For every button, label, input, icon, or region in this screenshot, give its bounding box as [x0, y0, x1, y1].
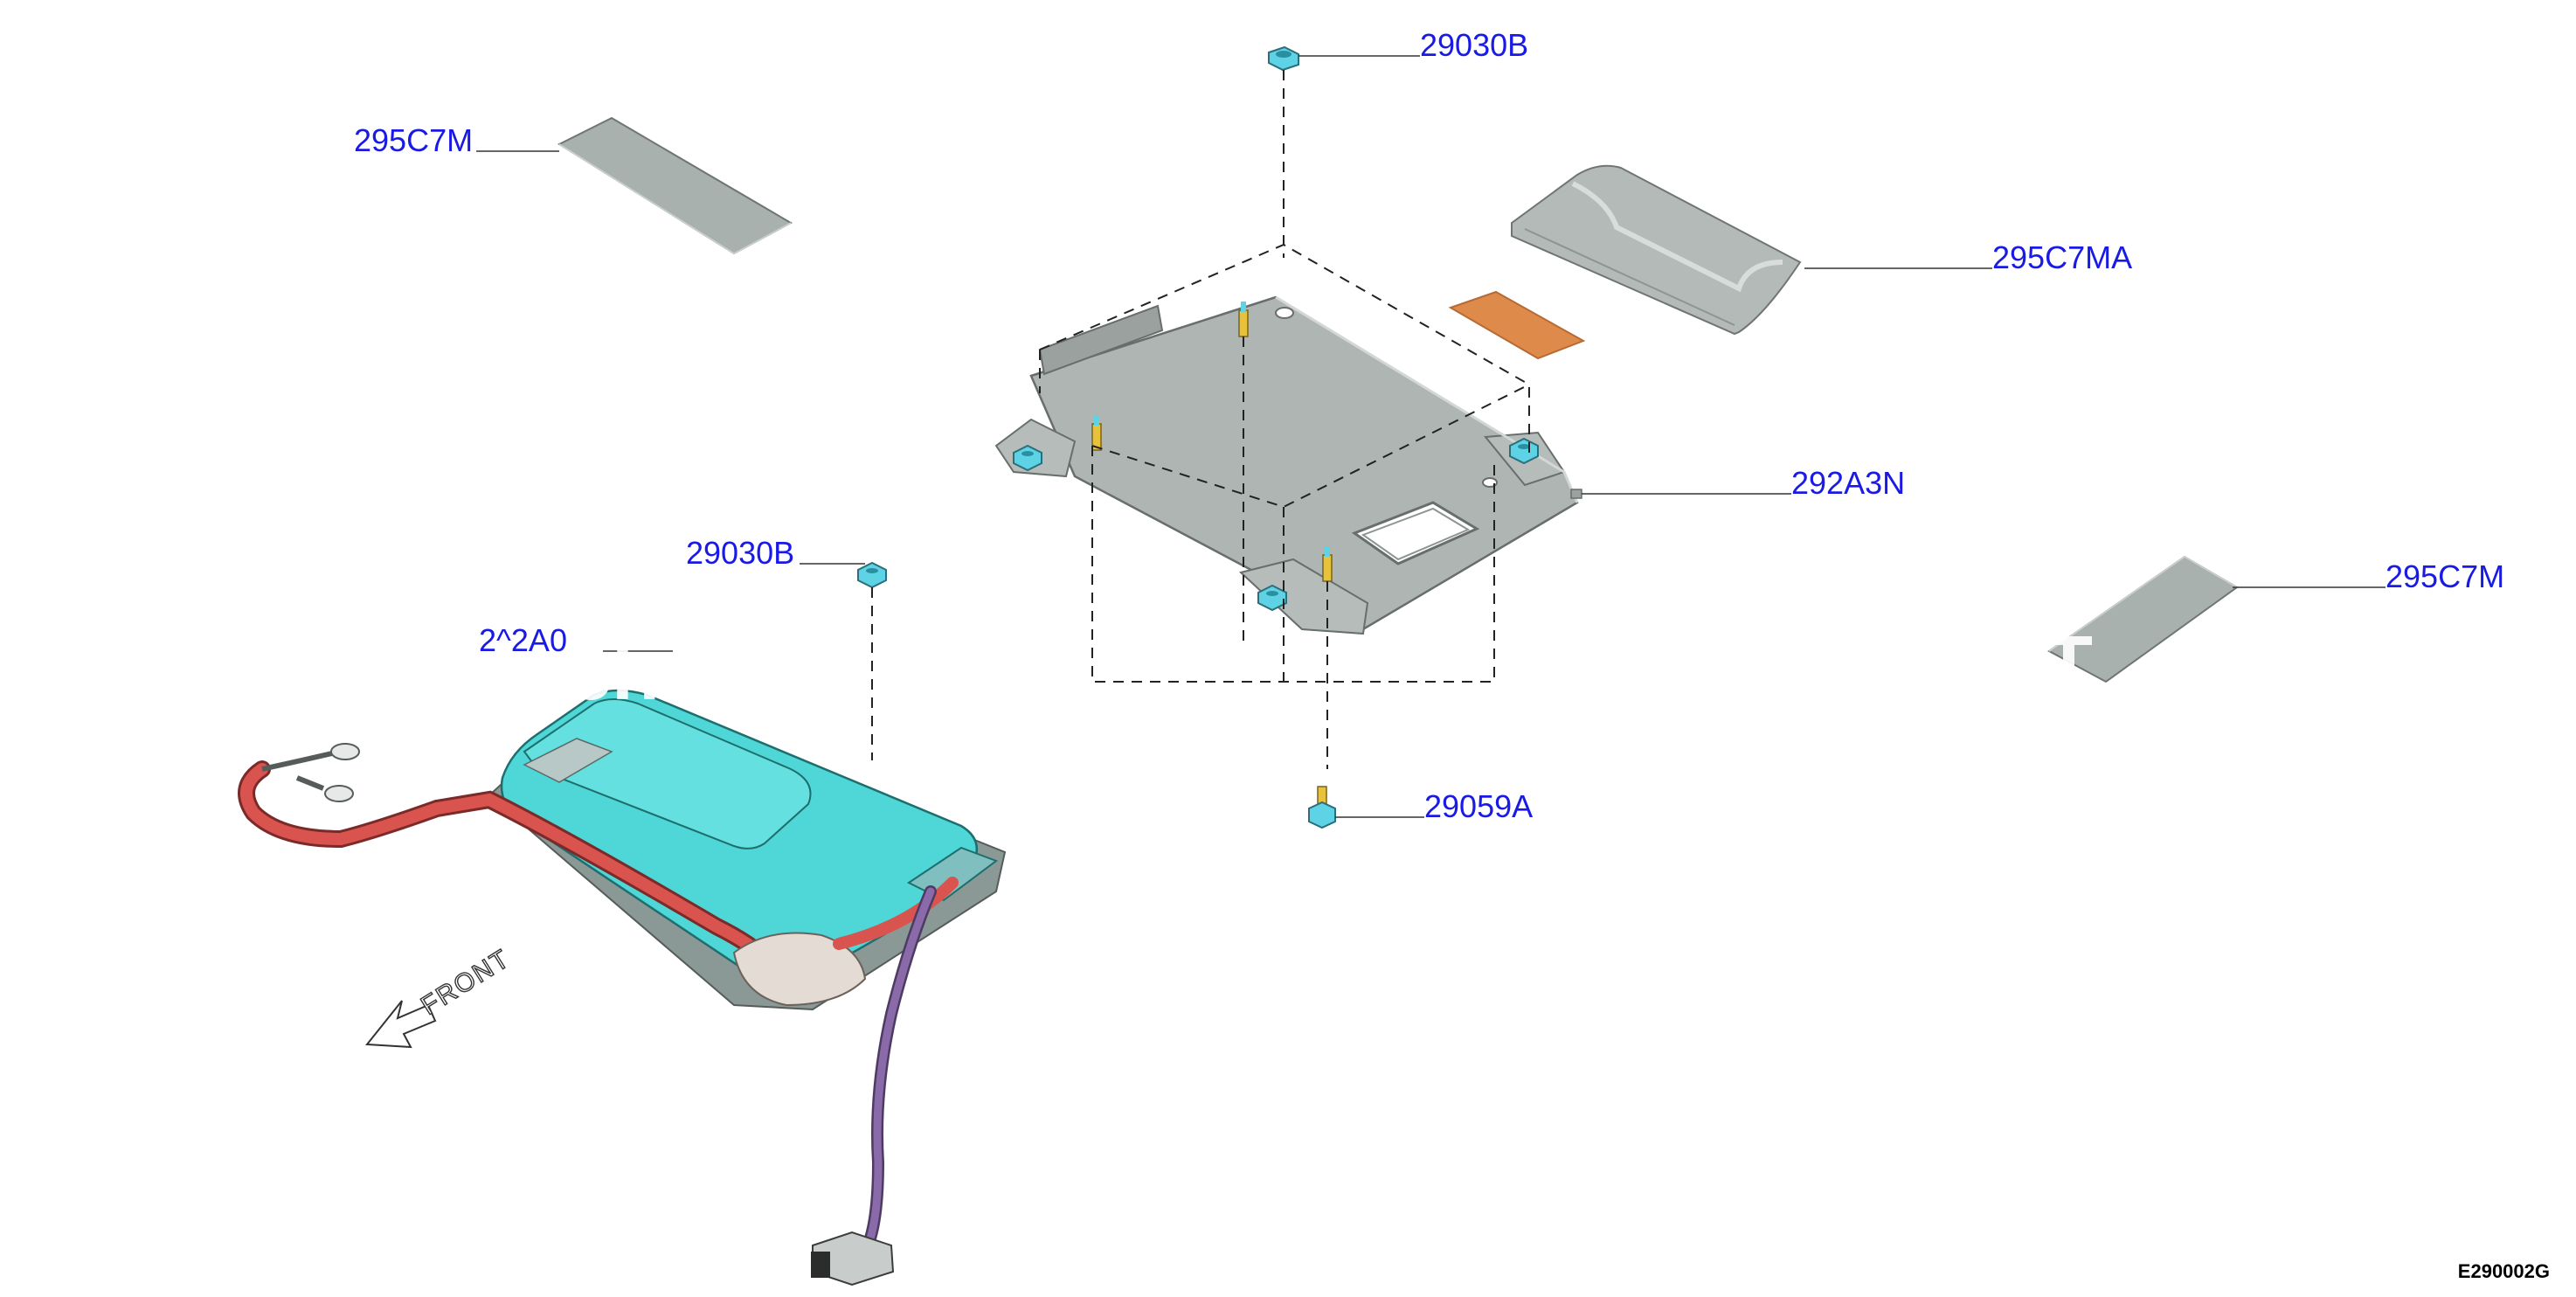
callout-nut-top: 29030B	[1420, 27, 1528, 63]
nut-left	[857, 561, 887, 589]
reference-code: E290002G	[2458, 1260, 2550, 1282]
thermal-pad	[1448, 290, 1586, 360]
front-arrow: FRONT	[365, 943, 516, 1049]
red-cable	[238, 743, 959, 1007]
callout-bracket: 292A3N	[1791, 465, 1905, 501]
nut-top	[1268, 45, 1299, 72]
bracket	[994, 295, 1582, 635]
bracket-nut-right	[1509, 437, 1539, 465]
callout-pad-top-right: 295C7MA	[1992, 239, 2132, 275]
pad-top-left	[557, 116, 793, 255]
callout-pad-right: 295C7M	[2386, 558, 2504, 594]
callout-nut-left: 29030B	[686, 535, 794, 571]
pad-top-right	[1511, 164, 1802, 336]
stud-left	[1091, 415, 1102, 451]
callout-module: 2^2A0	[479, 622, 567, 658]
front-label: FRONT	[416, 944, 516, 1021]
purple-cable	[811, 885, 937, 1287]
callout-bolt-bottom: 29059A	[1424, 788, 1533, 824]
bracket-nut-bottom	[1257, 584, 1287, 612]
bolt-bottom	[1308, 786, 1336, 829]
watermark-right: ST	[1992, 621, 2093, 708]
callout-pad-top-left: 295C7M	[354, 122, 473, 158]
assembly-box	[1039, 243, 1530, 769]
watermark-left: cha	[568, 629, 704, 717]
bracket-nut-left	[1013, 444, 1042, 472]
